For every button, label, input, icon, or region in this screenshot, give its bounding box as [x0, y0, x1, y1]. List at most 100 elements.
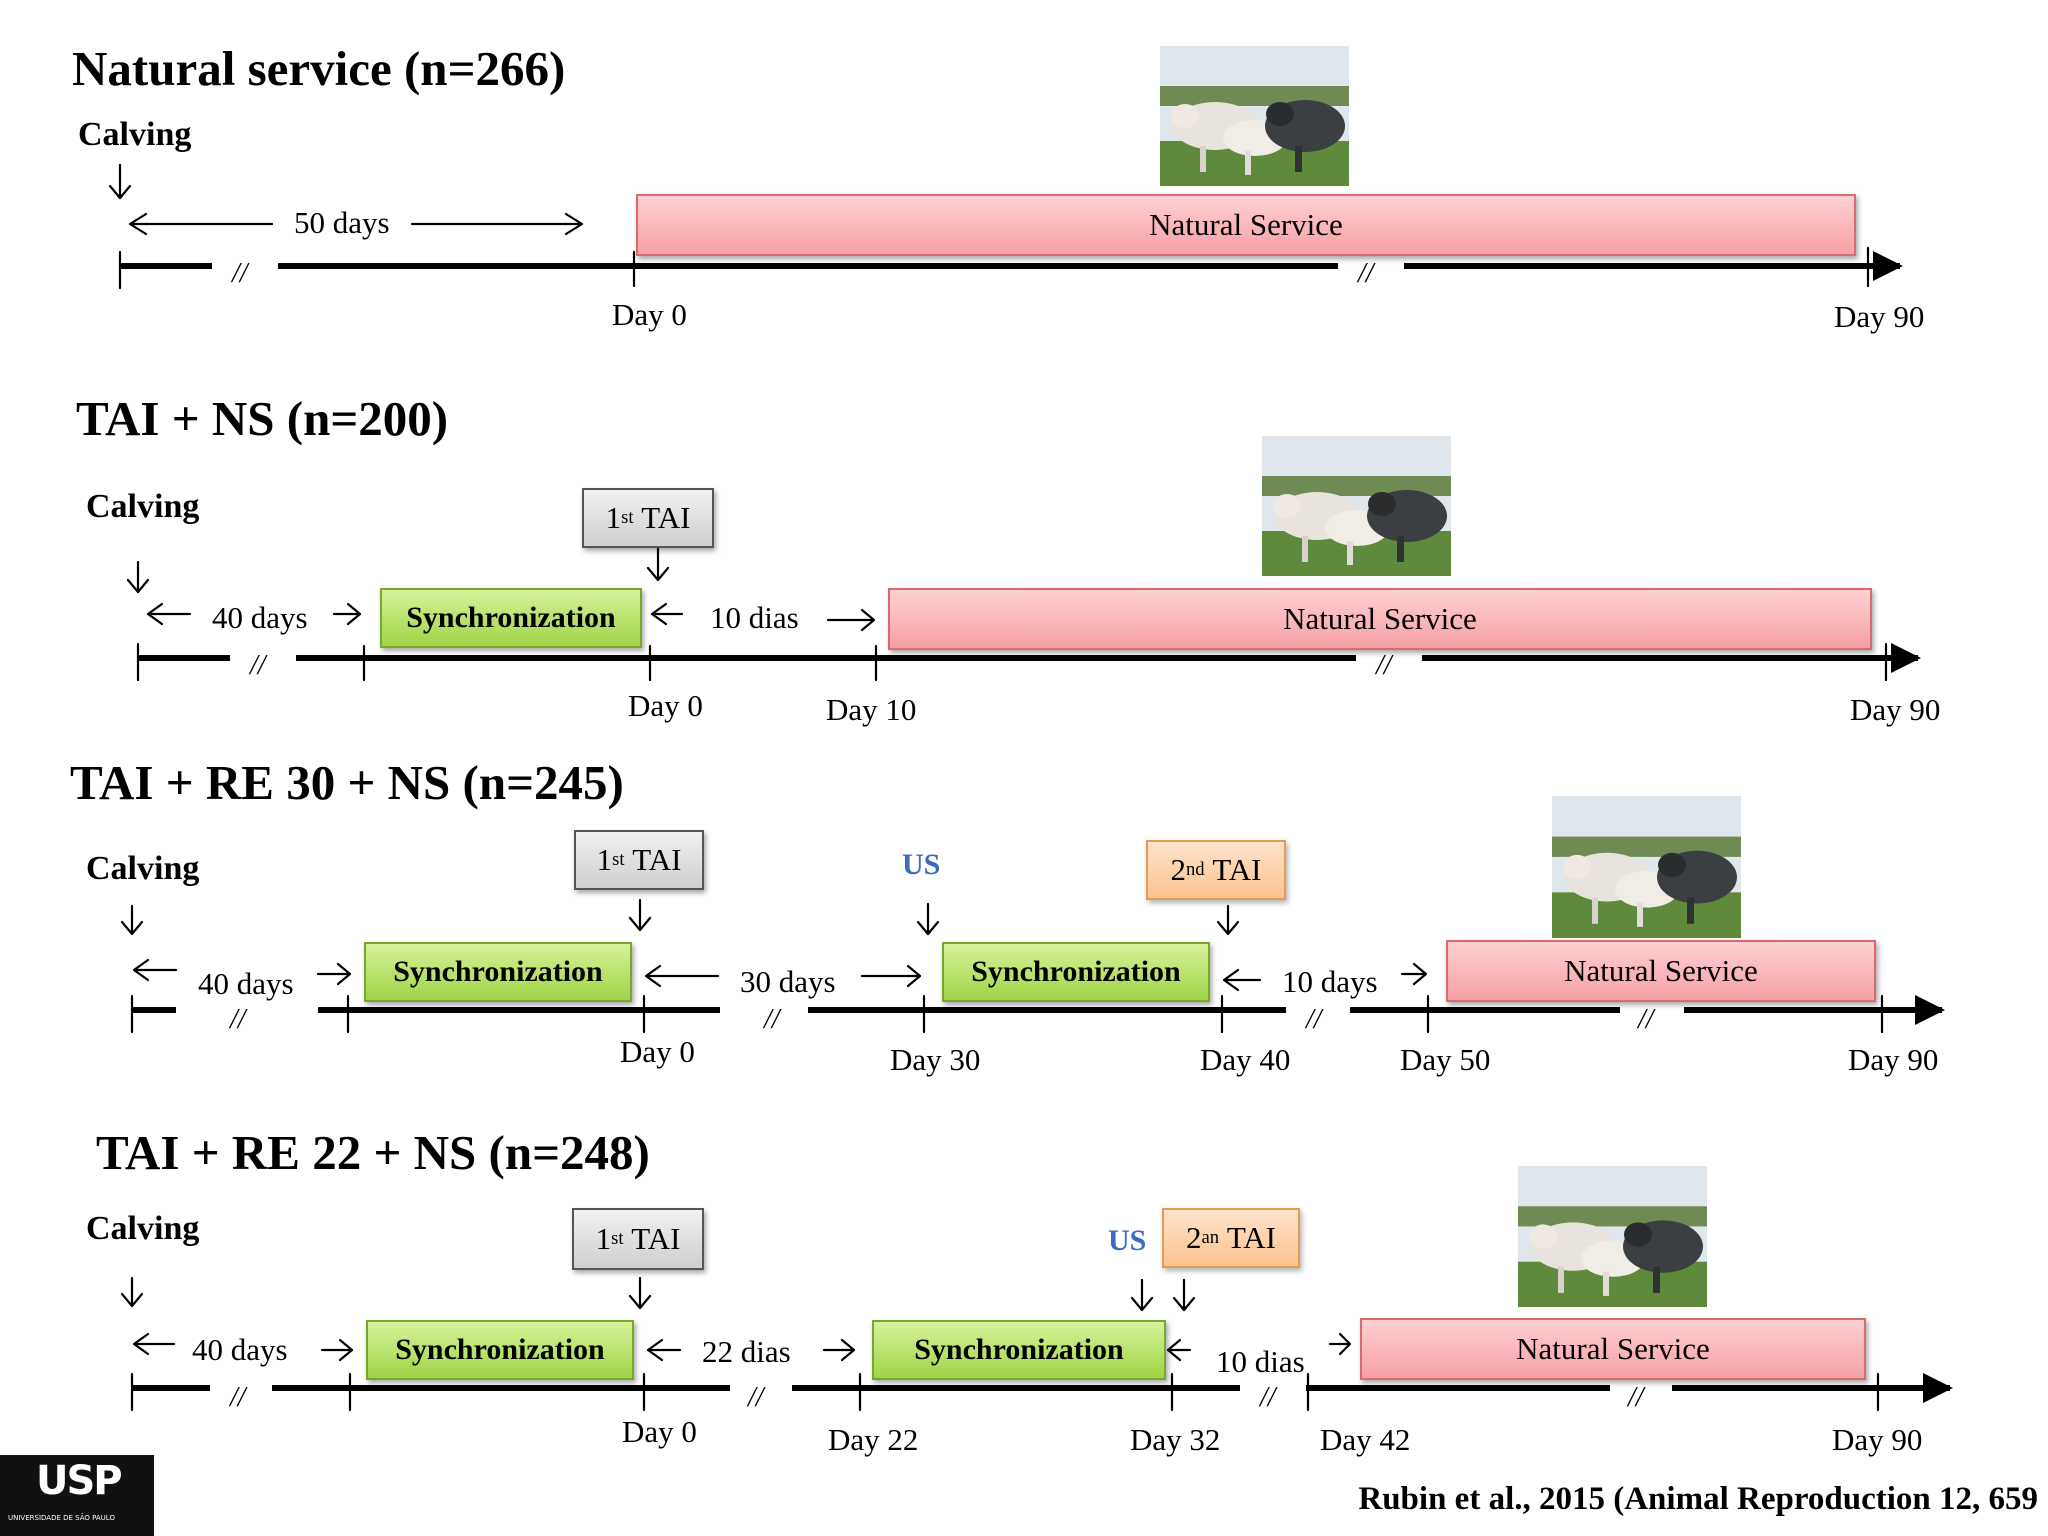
- break-mark: //: [230, 1004, 246, 1035]
- panel2-arrows: [126, 546, 876, 632]
- natural-service-box: Natural Service: [1360, 1318, 1866, 1380]
- interval-label: 40 days: [192, 1332, 288, 1367]
- synchronization-label: Synchronization: [914, 1333, 1124, 1366]
- panel-title: TAI + RE 30 + NS (n=245): [70, 755, 624, 810]
- second-tai-num: 2: [1186, 1220, 1202, 1255]
- day-label: Day 32: [1130, 1422, 1221, 1457]
- panel-title: TAI + NS (n=200): [76, 391, 449, 446]
- break-mark: //: [748, 1382, 764, 1413]
- first-tai-sup: st: [612, 849, 625, 870]
- interval-label: 30 days: [740, 964, 836, 999]
- panel1-arrows: [108, 163, 584, 236]
- panel1-ticks: [118, 246, 1870, 290]
- natural-service-label: Natural Service: [1283, 601, 1477, 636]
- panel2-ticks: [136, 642, 1888, 682]
- cattle-photo: [1160, 46, 1349, 186]
- break-mark: //: [1358, 258, 1374, 289]
- calving-label: Calving: [86, 850, 200, 887]
- synchronization-box: Synchronization: [380, 588, 642, 648]
- day-label: Day 90: [1834, 299, 1925, 334]
- synchronization-box: Synchronization: [366, 1320, 634, 1380]
- cattle-photo: [1552, 796, 1741, 938]
- first-tai-num: 1: [595, 1221, 612, 1256]
- natural-service-label: Natural Service: [1516, 1331, 1710, 1366]
- second-tai-sup: nd: [1185, 859, 1205, 880]
- second-tai-sup: an: [1201, 1227, 1220, 1248]
- break-mark: //: [250, 650, 266, 681]
- break-mark: //: [1628, 1382, 1644, 1413]
- day-label: Day 0: [612, 297, 687, 332]
- synchronization-box: Synchronization: [364, 942, 632, 1002]
- first-tai-label: TAI: [641, 500, 691, 535]
- break-mark: //: [1638, 1004, 1654, 1035]
- break-mark: //: [1306, 1004, 1322, 1035]
- cattle-photo: [1262, 436, 1451, 576]
- interval-label: 40 days: [212, 600, 308, 635]
- first-tai-label: TAI: [631, 1221, 681, 1256]
- panel-title: TAI + RE 22 + NS (n=248): [96, 1125, 650, 1180]
- day-label: Day 90: [1832, 1422, 1923, 1457]
- day-label: Day 30: [890, 1042, 981, 1077]
- panel3-arrows: [120, 898, 1428, 992]
- natural-service-box: Natural Service: [888, 588, 1872, 650]
- day-label: Day 0: [620, 1034, 695, 1069]
- panel4-arrows: [120, 1276, 1352, 1362]
- synchronization-box: Synchronization: [942, 942, 1210, 1002]
- interval-label: 10 dias: [1216, 1344, 1305, 1379]
- first-tai-num: 1: [605, 500, 622, 535]
- us-label: US: [902, 848, 941, 881]
- panel-title: Natural service (n=266): [72, 41, 566, 96]
- interval-label: 50 days: [294, 205, 390, 240]
- us-label: US: [1108, 1224, 1147, 1257]
- day-label: Day 90: [1848, 1042, 1939, 1077]
- day-label: Day 0: [628, 688, 703, 723]
- day-label: Day 22: [828, 1422, 919, 1457]
- usp-logo: USP UNIVERSIDADE DE SÃO PAULO: [0, 1455, 154, 1536]
- second-tai-num: 2: [1170, 852, 1186, 887]
- usp-logo-text: USP: [36, 1458, 123, 1504]
- first-tai-sup: st: [621, 507, 634, 528]
- second-tai-label: TAI: [1226, 1220, 1276, 1255]
- synchronization-label: Synchronization: [406, 601, 616, 634]
- calving-label: Calving: [86, 1210, 200, 1247]
- usp-logo-subtitle: UNIVERSIDADE DE SÃO PAULO: [8, 1514, 115, 1522]
- interval-label: 40 days: [198, 966, 294, 1001]
- day-label: Day 10: [826, 692, 917, 727]
- cattle-photo: [1518, 1166, 1707, 1307]
- day-label: Day 0: [622, 1414, 697, 1449]
- first-tai-label: TAI: [632, 842, 682, 877]
- interval-label: 10 days: [1282, 964, 1378, 999]
- natural-service-box: Natural Service: [636, 194, 1856, 256]
- interval-label: 22 dias: [702, 1334, 791, 1369]
- panel4-ticks: [130, 1372, 1880, 1412]
- first-tai-num: 1: [596, 842, 613, 877]
- calving-label: Calving: [78, 116, 192, 153]
- day-label: Day 40: [1200, 1042, 1291, 1077]
- panel3-ticks: [130, 994, 1884, 1034]
- day-label: Day 42: [1320, 1422, 1411, 1457]
- synchronization-label: Synchronization: [971, 955, 1181, 988]
- second-tai-label: TAI: [1212, 852, 1262, 887]
- natural-service-label: Natural Service: [1564, 953, 1758, 988]
- interval-label: 10 dias: [710, 600, 799, 635]
- natural-service-box: Natural Service: [1446, 940, 1876, 1002]
- first-tai-sup: st: [611, 1228, 624, 1249]
- calving-label: Calving: [86, 488, 200, 525]
- day-label: Day 50: [1400, 1042, 1491, 1077]
- break-mark: //: [764, 1004, 780, 1035]
- break-mark: //: [1376, 650, 1392, 681]
- break-mark: //: [232, 258, 248, 289]
- break-mark: //: [1260, 1382, 1276, 1413]
- synchronization-label: Synchronization: [393, 955, 603, 988]
- natural-service-label: Natural Service: [1149, 207, 1343, 242]
- break-mark: //: [230, 1382, 246, 1413]
- synchronization-box: Synchronization: [872, 1320, 1166, 1380]
- day-label: Day 90: [1850, 692, 1941, 727]
- citation: Rubin et al., 2015 (Animal Reproduction …: [1358, 1481, 2038, 1517]
